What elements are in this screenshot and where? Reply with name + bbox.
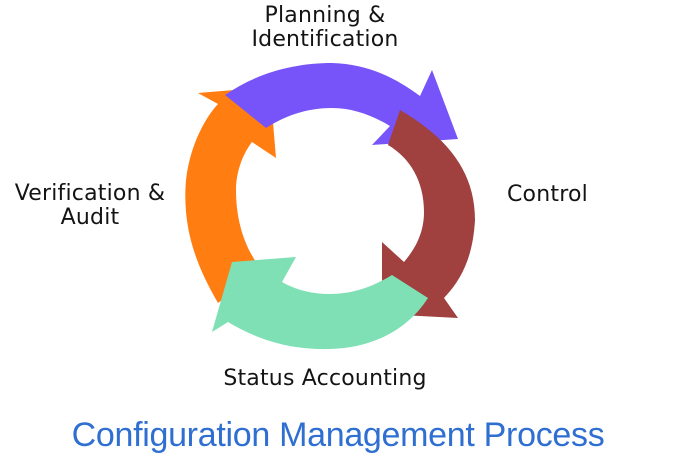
stage-label-line: Control [507,182,588,207]
stage-label-planning-identification: Planning & Identification [200,4,450,52]
stage-label-line: Status Accounting [223,366,427,391]
stage-label-verification-audit: Verification & Audit [4,182,176,230]
verification-audit-arrow [185,87,276,303]
stage-label-line: Identification [251,27,399,52]
control-arrow [382,110,475,318]
stage-label-status-accounting: Status Accounting [150,367,500,391]
stage-label-control: Control [507,183,588,207]
diagram-title: Configuration Management Process [71,416,605,454]
stage-label-line: Verification & [14,181,166,206]
cycle-diagram [185,63,475,350]
stage-label-line: Audit [60,205,120,230]
stage-label-line: Planning & [264,3,386,28]
status-accounting-arrow [212,257,428,350]
